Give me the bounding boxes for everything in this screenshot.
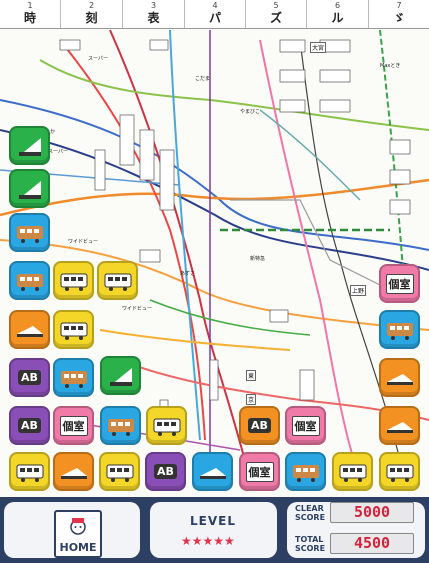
bullet-train-icon <box>16 325 43 337</box>
map-label: こだま <box>195 76 210 82</box>
map-label: スーパー <box>48 149 68 155</box>
tile-pink-kojitsu[interactable]: 個室 <box>379 264 420 303</box>
railway-map <box>0 29 429 481</box>
station-label: 大宮 <box>310 42 327 53</box>
slope-icon <box>18 180 41 199</box>
train-car-icon <box>16 464 43 482</box>
tile-blue-train[interactable] <box>9 213 50 252</box>
tile-green-slope[interactable] <box>100 356 141 395</box>
station-label: 東 <box>246 370 257 381</box>
hud-car-left: HOME <box>4 502 140 558</box>
train-car-icon <box>386 464 413 482</box>
map-label: やまびこ <box>240 109 261 115</box>
train-car-icon <box>60 273 87 291</box>
tile-blue-train[interactable] <box>9 261 50 300</box>
train-car-icon <box>60 322 87 340</box>
train-car-icon <box>292 464 319 482</box>
slope-icon <box>109 367 132 386</box>
tile-blue-bullet[interactable] <box>192 452 233 491</box>
tile-yellow-train[interactable] <box>53 310 94 349</box>
tile-yellow-train[interactable] <box>146 406 187 445</box>
map-label: あずさ <box>180 271 196 277</box>
tile-pink-kojitsu[interactable]: 個室 <box>53 406 94 445</box>
hud-car-middle <box>150 502 277 558</box>
tile-green-slope[interactable] <box>9 169 50 208</box>
tile-orange-bullet[interactable] <box>9 310 50 349</box>
tile-orange-bullet[interactable] <box>53 452 94 491</box>
station-label: 上野 <box>350 285 367 296</box>
tile-yellow-train[interactable] <box>332 452 373 491</box>
tile-orange-bullet[interactable] <box>379 358 420 397</box>
tile-blue-train[interactable] <box>285 452 326 491</box>
slope-icon <box>18 137 41 156</box>
tile-yellow-train[interactable] <box>379 452 420 491</box>
level-label: LEVEL <box>190 514 236 528</box>
map-label: ワイドビュー <box>68 239 99 245</box>
train-car-icon <box>16 273 43 291</box>
tile-blue-train[interactable] <box>100 406 141 445</box>
tile-blue-train[interactable] <box>53 358 94 397</box>
map-label: Maxとき <box>380 63 401 69</box>
home-button[interactable]: HOME <box>54 510 102 558</box>
tile-orange-bullet[interactable] <box>379 406 420 445</box>
map-label: ワイドビュー <box>122 306 153 312</box>
tile-orange-ab[interactable]: AB <box>239 406 280 445</box>
tile-purple-ab[interactable]: AB <box>9 358 50 397</box>
bullet-train-icon <box>199 467 226 479</box>
map-label: 新特急 <box>250 256 266 262</box>
tile-pink-kojitsu[interactable]: 個室 <box>285 406 326 445</box>
tile-pink-kojitsu[interactable]: 個室 <box>239 452 280 491</box>
tile-purple-ab[interactable]: AB <box>145 452 186 491</box>
bullet-train-icon <box>60 467 87 479</box>
game-board: スーパー スーパー ワイドビュー ワイドビュー こだま はるか 新特急 やまびこ… <box>0 0 429 491</box>
bullet-train-icon <box>386 373 413 385</box>
level-stars: ★★★★★ <box>181 534 235 548</box>
total-score-value: 4500 <box>330 533 414 554</box>
tile-green-slope[interactable] <box>9 126 50 165</box>
tile-yellow-train[interactable] <box>9 452 50 491</box>
train-car-icon <box>60 370 87 388</box>
tile-yellow-train[interactable] <box>53 261 94 300</box>
train-car-icon <box>153 418 180 436</box>
tile-blue-train[interactable] <box>379 310 420 349</box>
map-label: スーパー <box>88 56 108 62</box>
station-label: 京 <box>246 394 257 405</box>
bullet-train-icon <box>386 421 413 433</box>
clear-score-value: 5000 <box>330 502 414 523</box>
tile-yellow-train[interactable] <box>97 261 138 300</box>
train-car-icon <box>106 464 133 482</box>
tile-purple-ab[interactable]: AB <box>9 406 50 445</box>
train-car-icon <box>104 273 131 291</box>
conductor-icon <box>70 518 86 535</box>
train-car-icon <box>339 464 366 482</box>
train-car-icon <box>386 322 413 340</box>
train-car-icon <box>107 418 134 436</box>
train-car-icon <box>16 225 43 243</box>
tile-yellow-train[interactable] <box>99 452 140 491</box>
